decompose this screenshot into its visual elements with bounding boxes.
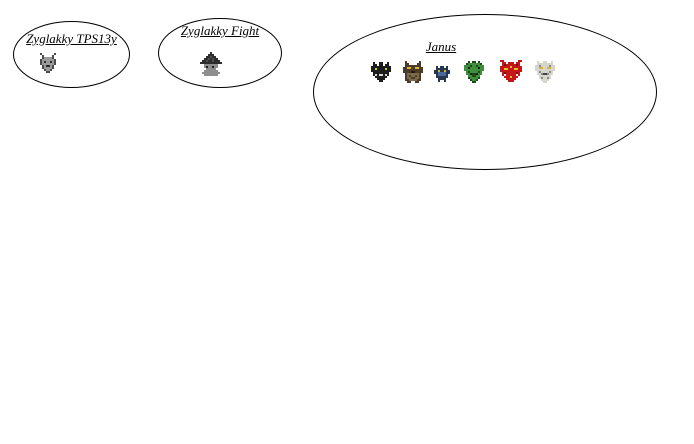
red-demon-creature-icon (500, 60, 522, 82)
dark-skull-creature-icon (371, 62, 391, 82)
group-ellipse-zyglakky-tps13y: Zyglakky TPS13y (13, 21, 130, 88)
group-ellipse-janus: Janus (313, 14, 657, 170)
zyglak-gray-head-icon (38, 53, 58, 73)
green-mask-creature-icon (464, 61, 484, 83)
group-ellipse-zyglakky-fight: Zyglakky Fight (158, 18, 282, 88)
brown-owl-creature-icon (403, 61, 423, 83)
group-label-zyglakky-fight: Zyglakky Fight (180, 23, 260, 38)
group-label-zyglakky-tps13y: Zyglakky TPS13y (26, 31, 117, 46)
zyglak-dark-fighter-icon (200, 52, 222, 76)
group-label-janus: Janus (425, 39, 457, 54)
blue-imp-creature-icon (434, 66, 450, 82)
white-head-creature-icon (535, 61, 555, 83)
